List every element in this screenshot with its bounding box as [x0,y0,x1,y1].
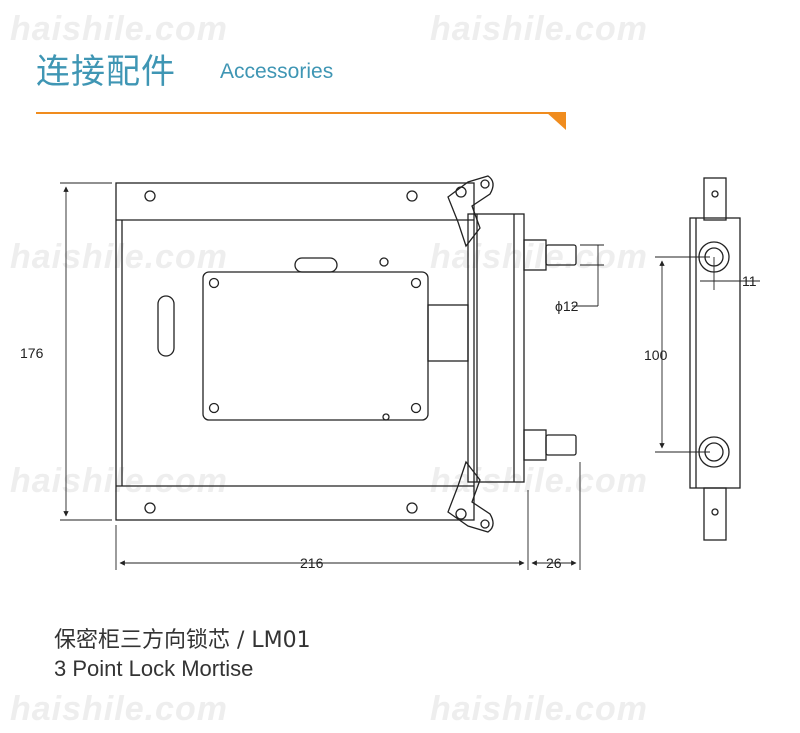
product-name-cn: 保密柜三方向锁芯 / LM01 [54,628,311,653]
section-title-en: Accessories [220,60,334,83]
side-bracket-top [703,177,727,221]
header-rule-tail [546,112,566,130]
mount-hole [406,502,418,514]
front-view [115,175,577,533]
dimension-height: 176 [20,345,44,361]
watermark: haishile.com [10,690,228,728]
dimension-depth: 26 [546,555,562,571]
technical-drawing: 176 216 26 ϕ12 100 11 [20,175,760,571]
dimension-width: 216 [300,555,324,571]
dimension-bolt-diameter: ϕ12 [555,298,579,314]
base-plate [115,182,475,521]
bolt [545,244,577,266]
top-link [447,175,494,248]
mount-hole [144,190,156,202]
bolt [523,239,547,271]
top-slot [294,257,338,273]
mount-hole [406,190,418,202]
dimension-bolt-spacing: 100 [644,347,668,363]
section-header: 连接配件 Accessories [0,0,800,140]
mechanism-plate [202,271,429,421]
dimension-side-offset: 11 [742,273,757,289]
header-rule [36,112,564,114]
adjust-slot [157,295,175,357]
bottom-link [447,460,494,533]
side-bracket-bottom [703,487,727,541]
side-rail [467,213,525,483]
product-name-en: 3 Point Lock Mortise [54,656,254,681]
section-title-cn: 连接配件 [36,52,176,92]
bolt [545,434,577,456]
mount-hole [144,502,156,514]
side-view [689,177,741,541]
dimensions-front [60,182,604,570]
bolt [523,429,547,461]
dimensions-side [655,256,760,453]
watermark: haishile.com [430,690,648,728]
